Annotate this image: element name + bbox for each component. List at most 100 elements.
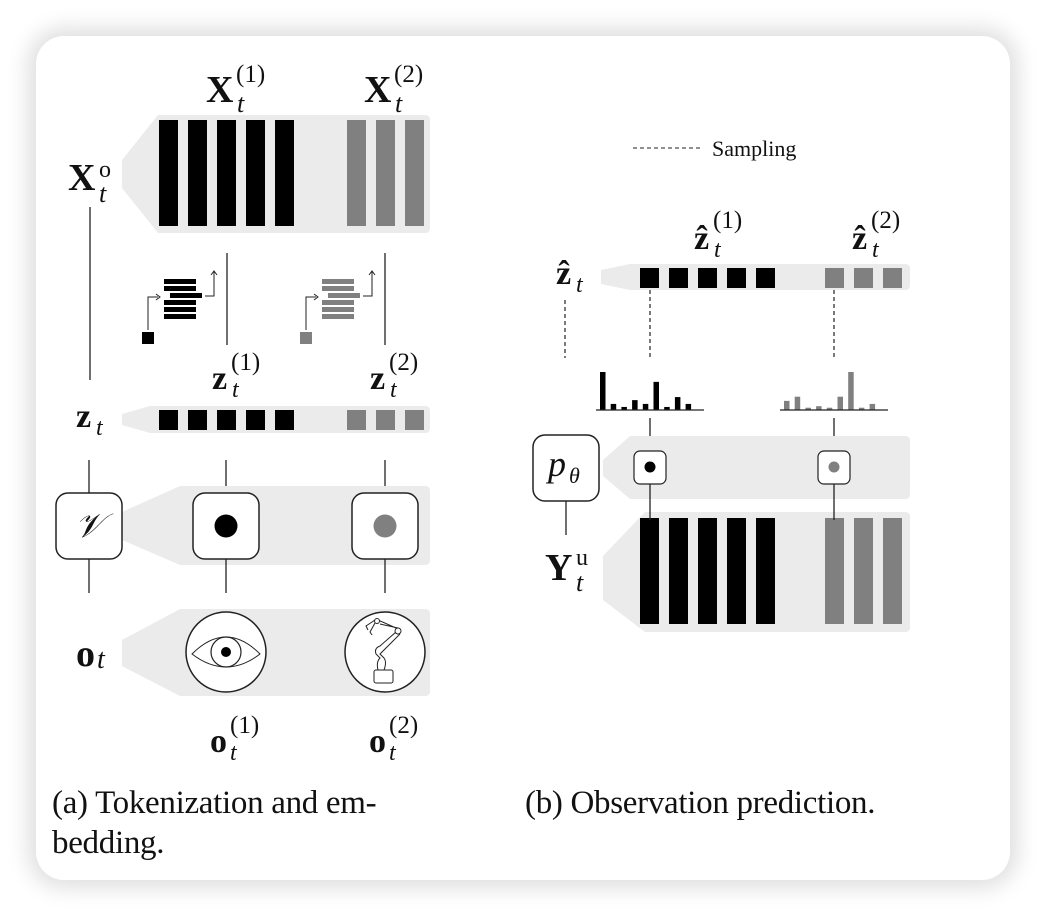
histogram-2 <box>780 372 888 411</box>
label-Y-sub: t <box>576 568 584 597</box>
label-z2: z <box>370 360 385 397</box>
histogram-bar <box>858 407 865 410</box>
predictor-p-sub: θ <box>569 463 580 488</box>
histogram-bar <box>600 372 606 410</box>
codebook-lookup-icon-1 <box>142 270 218 344</box>
x-token <box>246 120 265 226</box>
embedding-dot-2 <box>373 514 397 538</box>
label-Y-sup: u <box>576 545 588 571</box>
label-X2-sub: t <box>395 89 403 118</box>
caption-a-line2: bedding. <box>52 825 165 861</box>
histogram-1 <box>596 372 704 411</box>
prediction-dot-2 <box>828 461 840 473</box>
x-token <box>275 120 294 226</box>
histogram-bar <box>664 406 670 410</box>
y-token <box>727 518 746 624</box>
label-zhat1: ẑ <box>694 220 709 257</box>
label-Y: Y <box>545 547 572 589</box>
label-X1-sub: t <box>237 89 245 118</box>
z-token <box>246 410 265 430</box>
y-token <box>883 518 902 624</box>
zhat-token <box>854 268 873 288</box>
label-X-obs-sup: o <box>99 157 111 183</box>
label-z2-sub: t <box>390 377 398 403</box>
label-X-obs-sub: t <box>99 179 107 208</box>
x-token <box>188 120 207 226</box>
legend-label: Sampling <box>712 136 796 161</box>
x-token <box>347 120 366 226</box>
x-token <box>217 120 236 226</box>
label-X1-sup: (1) <box>236 61 265 88</box>
histogram-bar <box>784 400 790 410</box>
x-modality1-tokens <box>159 120 294 226</box>
y-token <box>756 518 775 624</box>
histogram-bar <box>632 400 638 410</box>
label-zhat2-sup: (2) <box>871 207 900 234</box>
z-token <box>405 410 424 430</box>
y-modality2-tokens <box>825 518 902 624</box>
z-token <box>347 410 366 430</box>
label-X2-sup: (2) <box>394 61 423 88</box>
label-zhat2-sub: t <box>872 237 880 263</box>
y-token <box>698 518 717 624</box>
label-o1-sub: t <box>230 740 238 766</box>
z-token <box>217 410 236 430</box>
caption-a: (a) Tokenization and em- bedding. <box>52 783 377 863</box>
label-o2-sup: (2) <box>389 712 418 739</box>
zhat-modality1-tokens <box>640 268 775 288</box>
y-token <box>669 518 688 624</box>
prediction-dot-1 <box>644 461 656 473</box>
histogram-bar <box>816 406 822 410</box>
label-o: o <box>76 633 95 675</box>
zhat-token <box>756 268 775 288</box>
histogram-bar <box>837 396 843 410</box>
y-token <box>854 518 873 624</box>
histogram-bar <box>674 397 681 410</box>
panel-a: X t o X t (1) X t (2) <box>55 61 430 766</box>
label-zhat: ẑ <box>556 255 571 292</box>
zhat-token <box>883 268 902 288</box>
zhat-token <box>825 268 844 288</box>
embedding-dot-1 <box>214 514 238 538</box>
label-zhat2: ẑ <box>852 220 867 257</box>
y-token <box>825 518 844 624</box>
histogram-bar <box>805 407 811 410</box>
histogram-bar <box>621 406 627 410</box>
x-modality2-tokens <box>347 120 424 226</box>
label-zhat1-sup: (1) <box>713 207 742 234</box>
caption-b: (b) Observation prediction. <box>525 785 876 821</box>
zhat-token <box>669 268 688 288</box>
label-X-obs: X <box>68 157 95 199</box>
predictor-p-label: p <box>545 444 566 484</box>
z-token <box>376 410 395 430</box>
histogram-bar <box>869 403 876 410</box>
label-o2: o <box>369 723 386 760</box>
label-o-sub: t <box>97 644 106 675</box>
label-X1: X <box>206 69 233 111</box>
label-zhat-sub: t <box>576 272 584 298</box>
zhat-token <box>640 268 659 288</box>
histogram-bar <box>794 396 801 410</box>
y-token <box>640 518 659 624</box>
label-o1: o <box>210 723 227 760</box>
label-z2-sup: (2) <box>389 349 418 376</box>
predictor-p-box <box>532 434 600 502</box>
z-token <box>159 410 178 430</box>
caption-a-line1: (a) Tokenization and em- <box>52 785 377 821</box>
panel-b: Sampling ẑ t ẑ t (1) ẑ t (2) p θ <box>532 136 910 632</box>
z-token <box>188 410 207 430</box>
histogram-bar <box>826 407 833 410</box>
eye-icon <box>185 611 267 693</box>
label-o2-sub: t <box>389 740 397 766</box>
histogram-bar <box>685 403 692 410</box>
label-z: z <box>76 398 91 435</box>
zhat-token <box>727 268 746 288</box>
y-modality1-tokens <box>640 518 775 624</box>
label-z1-sup: (1) <box>231 349 260 376</box>
label-z1-sub: t <box>232 377 240 403</box>
x-token <box>159 120 178 226</box>
histogram-bar <box>610 403 617 410</box>
label-X2: X <box>364 69 391 111</box>
histogram-bar <box>642 403 649 410</box>
